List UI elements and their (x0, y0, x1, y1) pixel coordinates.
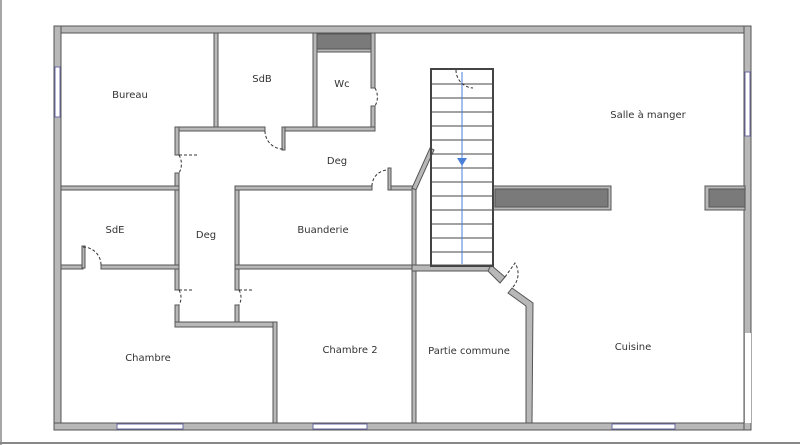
duct-block (708, 188, 746, 208)
duct-block (494, 188, 609, 208)
room-label-wc: Wc (334, 79, 349, 90)
door-swings (82, 87, 519, 306)
exterior-walls (53, 25, 752, 431)
room-label-chambre: Chambre (125, 353, 171, 364)
room-labels: Bureau SdB Wc Deg SdE Deg Buanderie Cham… (105, 74, 686, 364)
watermark-patch (745, 333, 751, 423)
room-label-sde: SdE (105, 225, 124, 236)
room-label-partie-commune: Partie commune (428, 346, 510, 357)
room-label-bureau: Bureau (112, 90, 148, 101)
stair-arrow-icon (457, 158, 467, 166)
room-label-cuisine: Cuisine (615, 342, 652, 353)
duct-block (316, 33, 372, 50)
room-label-deg: Deg (327, 156, 347, 167)
room-label-deg-2: Deg (196, 230, 216, 241)
room-label-chambre-2: Chambre 2 (322, 345, 377, 356)
staircase (430, 68, 494, 267)
room-label-sdb: SdB (252, 74, 272, 85)
interior-walls (60, 32, 746, 424)
room-label-buanderie: Buanderie (297, 225, 348, 236)
room-label-salle-a-manger: Salle à manger (610, 109, 686, 121)
windows (54, 66, 751, 430)
door-swing (455, 69, 474, 89)
